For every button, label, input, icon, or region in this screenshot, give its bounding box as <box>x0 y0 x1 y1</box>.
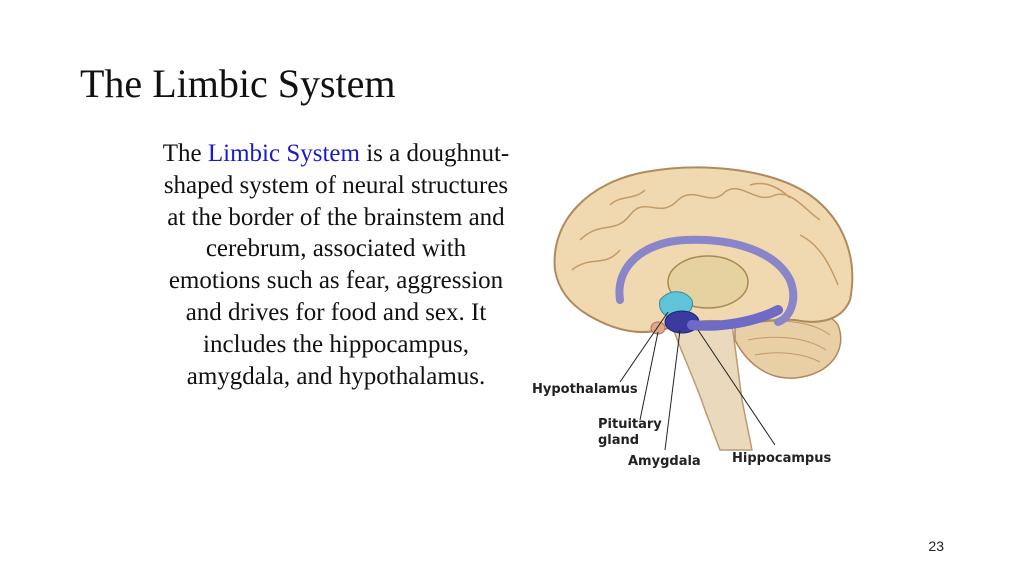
body-lead: The <box>162 140 202 167</box>
slide-body-text: The Limbic System is a doughnut-shaped s… <box>160 138 512 392</box>
brain-illustration: Hypothalamus Pituitary gland Amygdala Hi… <box>532 166 854 469</box>
cerebrum <box>553 166 854 334</box>
slide-title: The Limbic System <box>80 61 396 106</box>
hippocampus-structure <box>687 305 783 331</box>
label-pituitary-line2: gland <box>598 433 639 448</box>
leader-hippocampus <box>697 329 776 446</box>
page-number: 23 <box>928 538 944 554</box>
label-amygdala: Amygdala <box>628 454 701 469</box>
leader-pituitary <box>639 331 659 421</box>
limbic-ring <box>615 235 798 326</box>
label-pituitary-line1: Pituitary <box>598 417 662 432</box>
brain-diagram: Hypothalamus Pituitary gland Amygdala Hi… <box>520 150 880 480</box>
label-hippocampus: Hippocampus <box>732 451 831 466</box>
thalamus <box>667 255 749 309</box>
leader-hypothalamus <box>619 311 669 383</box>
label-hypothalamus: Hypothalamus <box>532 382 638 397</box>
brainstem <box>668 319 753 451</box>
body-rest: is a doughnut-shaped system of neural st… <box>163 140 510 390</box>
leader-amygdala <box>664 329 681 451</box>
body-highlight-limbic-system: Limbic System <box>207 140 360 167</box>
